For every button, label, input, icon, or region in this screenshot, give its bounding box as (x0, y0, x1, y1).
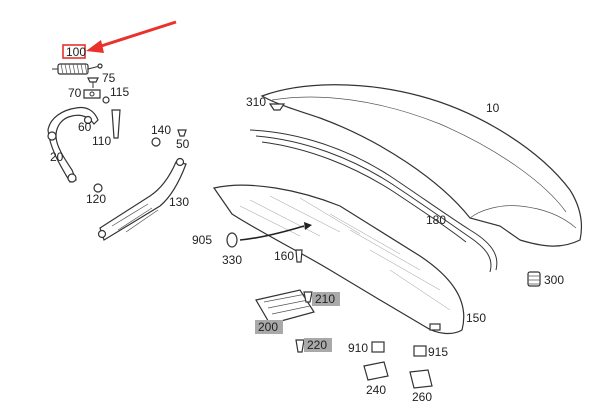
part-260-label: 260 (412, 390, 432, 404)
part-910: 910 (348, 341, 385, 355)
part-905: 905 (192, 232, 238, 248)
part-70: 70 (68, 86, 101, 100)
part-60-label: 60 (78, 120, 92, 134)
part-160: 160 (274, 249, 303, 263)
part-20-hinge: 20 (47, 106, 99, 183)
part-240-label: 240 (366, 383, 386, 397)
part-210: 210 (303, 291, 340, 306)
part-10-label: 10 (486, 101, 500, 115)
part-180-seal: 180 (249, 129, 498, 273)
part-330-label: 330 (222, 253, 242, 267)
part-260: 260 (409, 369, 433, 404)
part-50-label: 50 (176, 137, 190, 151)
part-200-label-bg (255, 320, 283, 334)
part-200-label: 200 (258, 320, 278, 334)
part-210-label-bg (312, 292, 340, 306)
part-10-trunk-lid: 10 (260, 84, 583, 247)
part-115: 115 (102, 85, 129, 104)
part-905-label: 905 (192, 233, 212, 247)
part-220-label: 220 (307, 338, 327, 352)
part-180-label: 180 (426, 213, 446, 227)
part-915-label: 915 (428, 345, 448, 359)
part-910-label: 910 (348, 341, 368, 355)
part-75-label: 75 (102, 71, 116, 85)
part-310: 310 (246, 95, 286, 111)
part-310-label: 310 (246, 95, 266, 109)
part-130-bracket: 130 (97, 157, 189, 241)
part-220: 220 (295, 338, 332, 353)
part-110: 110 (92, 109, 121, 148)
part-100-callout[interactable]: 100 (62, 44, 86, 59)
part-915: 915 (413, 345, 448, 359)
part-240: 240 (363, 361, 389, 397)
part-140: 140 (151, 123, 171, 147)
part-100-label: 100 (66, 45, 86, 59)
part-220-label-bg (304, 338, 332, 352)
part-100-spring (52, 63, 103, 75)
part-100-highlight-box (62, 44, 86, 59)
part-300: 300 (527, 271, 564, 287)
part-50: 50 (176, 129, 190, 151)
part-160-label: 160 (274, 249, 294, 263)
part-210-label: 210 (315, 292, 335, 306)
part-300-label: 300 (544, 273, 564, 287)
part-330: 330 (222, 253, 242, 267)
part-200: 200 (255, 289, 315, 334)
part-140-label: 140 (151, 123, 171, 137)
part-120: 120 (86, 183, 106, 206)
part-150-trim: 150 (212, 184, 486, 335)
part-75: 75 (87, 71, 116, 88)
part-70-label: 70 (68, 86, 82, 100)
assembly-arrow (239, 222, 312, 241)
part-130-label: 130 (169, 195, 189, 209)
part-120-label: 120 (86, 192, 106, 206)
part-115-label: 115 (110, 85, 129, 99)
part-110-label: 110 (92, 134, 111, 148)
pointer-arrow (86, 20, 177, 53)
part-20-label: 20 (50, 150, 64, 164)
part-60: 60 (78, 115, 93, 134)
part-150-label: 150 (466, 311, 486, 325)
